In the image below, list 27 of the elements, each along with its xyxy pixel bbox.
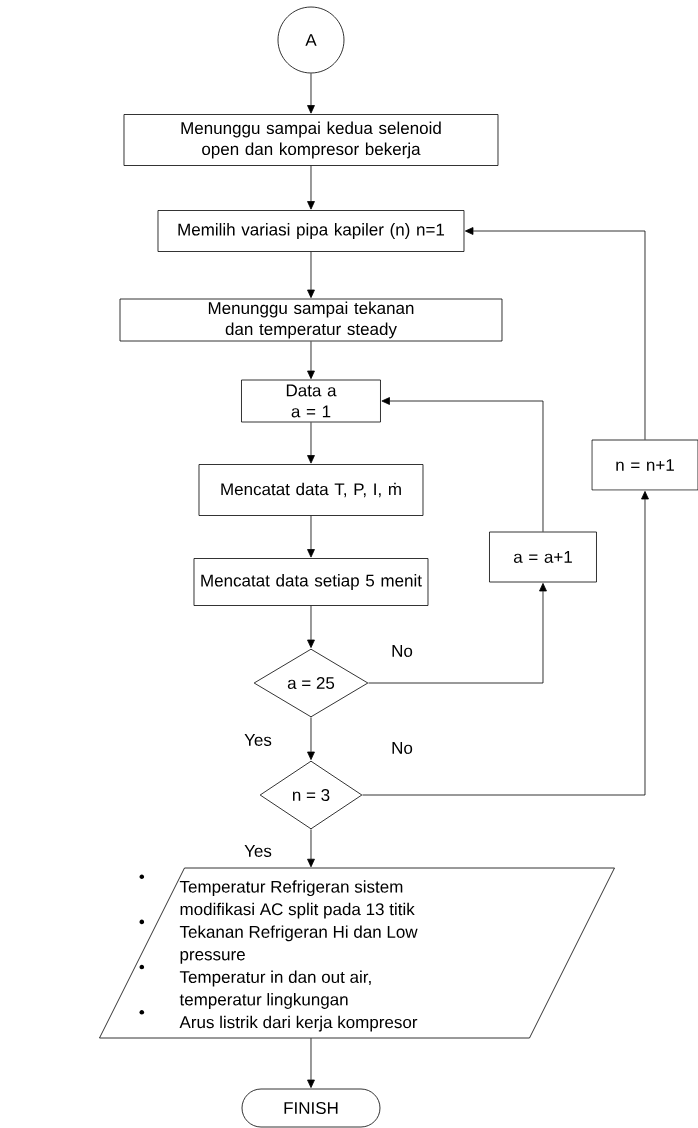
- process-box: Menunggu sampai tekanan dan temperatur steady: [119, 298, 503, 342]
- arrow: [307, 717, 315, 760]
- edge-label: No: [390, 741, 414, 755]
- arrow: [368, 583, 547, 684]
- arrow: [307, 1037, 315, 1088]
- arrow: [307, 515, 315, 558]
- process-box: n = n+1: [591, 439, 698, 491]
- arrow: [307, 422, 315, 464]
- edge-label: No: [390, 644, 414, 658]
- arrow: [307, 605, 315, 648]
- arrow: [381, 397, 544, 532]
- process-box: Mencatat data T, P, I, ṁ: [198, 464, 424, 516]
- process-box: a = a+1: [489, 531, 597, 583]
- data-parallelogram: Temperatur Refrigeran sistem modifikasi AC split pada 13 titik Tekanan Refrigeran Hi dan Low pressure Temperatur in dan out air, temperatur lingkungan Arus listrik dari kerja kompresor: [99, 867, 615, 1039]
- edge-label: Yes: [243, 844, 273, 858]
- arrow: [465, 227, 646, 440]
- process-box: Data a a = 1: [241, 379, 381, 423]
- process-box: Mencatat data setiap 5 menit: [193, 558, 429, 606]
- edge-label: Yes: [243, 733, 273, 747]
- arrow: [307, 341, 315, 380]
- arrow: [307, 73, 315, 114]
- arrow: [307, 251, 315, 299]
- arrow: [307, 829, 315, 868]
- process-box: Menunggu sampai kedua selenoid open dan kompresor bekerja: [123, 114, 499, 166]
- process-box: Memilih variasi pipa kapiler (n) n=1: [157, 210, 465, 252]
- arrow: [307, 165, 315, 210]
- arrow: [362, 491, 649, 796]
